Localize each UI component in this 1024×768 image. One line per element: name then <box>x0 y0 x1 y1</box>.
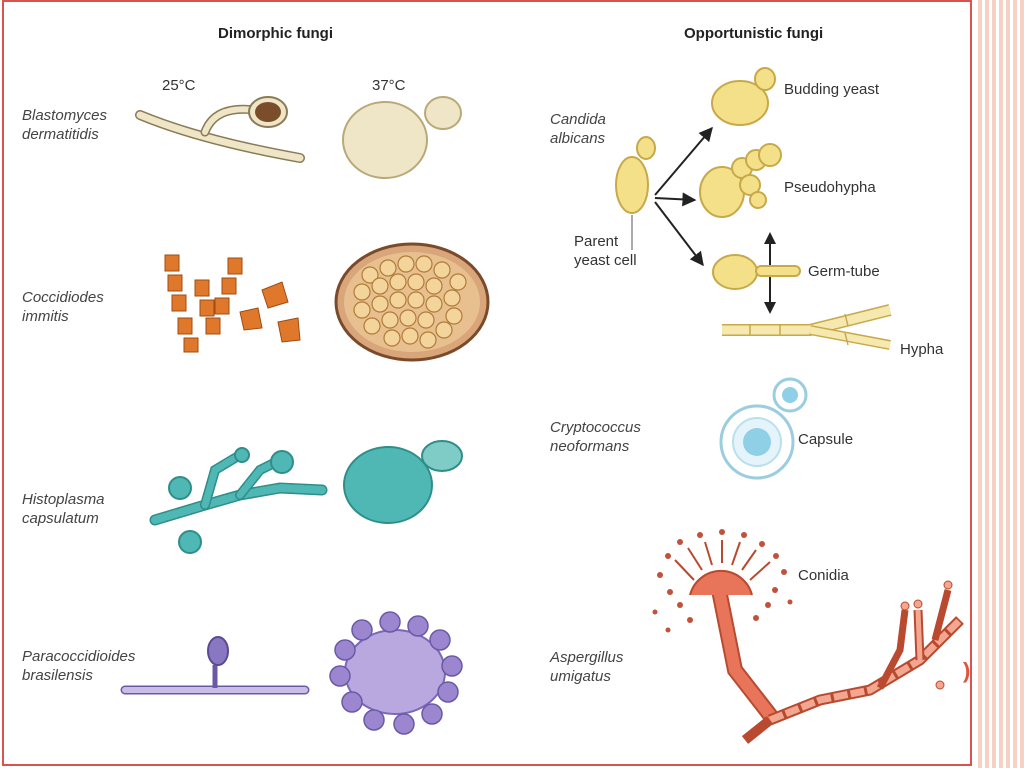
candida-pseudohypha-illustration <box>699 143 782 218</box>
candida-germ-tube-illustration <box>712 254 801 290</box>
species-label-line2: dermatitidis <box>22 126 99 143</box>
histoplasma-yeast-illustration <box>343 440 463 524</box>
species-label-line1: Paracoccidioides <box>22 648 136 665</box>
decorative-stripes <box>978 0 1024 768</box>
candida-hypha-illustration <box>722 304 892 350</box>
budding-yeast-label: Budding yeast <box>784 81 880 98</box>
parent-label-line1: Parent <box>574 233 619 250</box>
species-label-line2: brasilensis <box>22 667 93 684</box>
paracoccidioides-mold-illustration <box>120 636 310 695</box>
species-label-line2: albicans <box>550 130 606 147</box>
heading-opportunistic: Opportunistic fungi <box>684 25 824 42</box>
temperature-high: 37°C <box>372 77 406 94</box>
candida-budding-illustration <box>711 67 776 126</box>
cryptococcus-illustration <box>719 377 808 480</box>
capsule-label: Capsule <box>798 431 854 448</box>
species-label-line2: neoformans <box>550 438 630 455</box>
hypha-label: Hypha <box>900 341 944 358</box>
coccidioides-spherule-illustration <box>334 242 490 362</box>
blastomyces-mold-illustration <box>135 96 305 163</box>
species-label-line1: Coccidiodes <box>22 289 104 306</box>
slide-mark: ) <box>963 658 971 683</box>
histoplasma-mold-illustration <box>149 447 328 554</box>
germ-tube-label: Germ-tube <box>808 263 880 280</box>
arrow-to-budding <box>654 126 713 196</box>
coccidioides-mold-illustration <box>164 254 301 353</box>
conidia-label: Conidia <box>798 567 849 584</box>
species-label-line2: capsulatum <box>22 510 99 527</box>
blastomyces-yeast-illustration <box>342 96 462 179</box>
candida-parent-illustration <box>615 136 656 250</box>
arrow-to-pseudohypha <box>654 192 697 207</box>
aspergillus-illustration <box>652 529 964 744</box>
species-label-line1: Histoplasma <box>22 491 105 508</box>
species-label-line1: Aspergillus <box>550 649 624 666</box>
species-label-line1: Candida <box>550 111 606 128</box>
pseudohypha-label: Pseudohypha <box>784 179 876 196</box>
species-label-line1: Blastomyces <box>22 107 108 124</box>
arrow-to-germ-tube <box>654 201 704 267</box>
parent-label-line2: yeast cell <box>574 252 637 269</box>
temperature-low: 25°C <box>162 77 196 94</box>
heading-dimorphic: Dimorphic fungi <box>218 25 333 42</box>
species-label-line2: immitis <box>22 308 69 325</box>
species-label-line1: Cryptococcus <box>550 419 641 436</box>
species-label-line2: umigatus <box>550 668 611 685</box>
paracoccidioides-yeast-illustration <box>329 611 463 735</box>
